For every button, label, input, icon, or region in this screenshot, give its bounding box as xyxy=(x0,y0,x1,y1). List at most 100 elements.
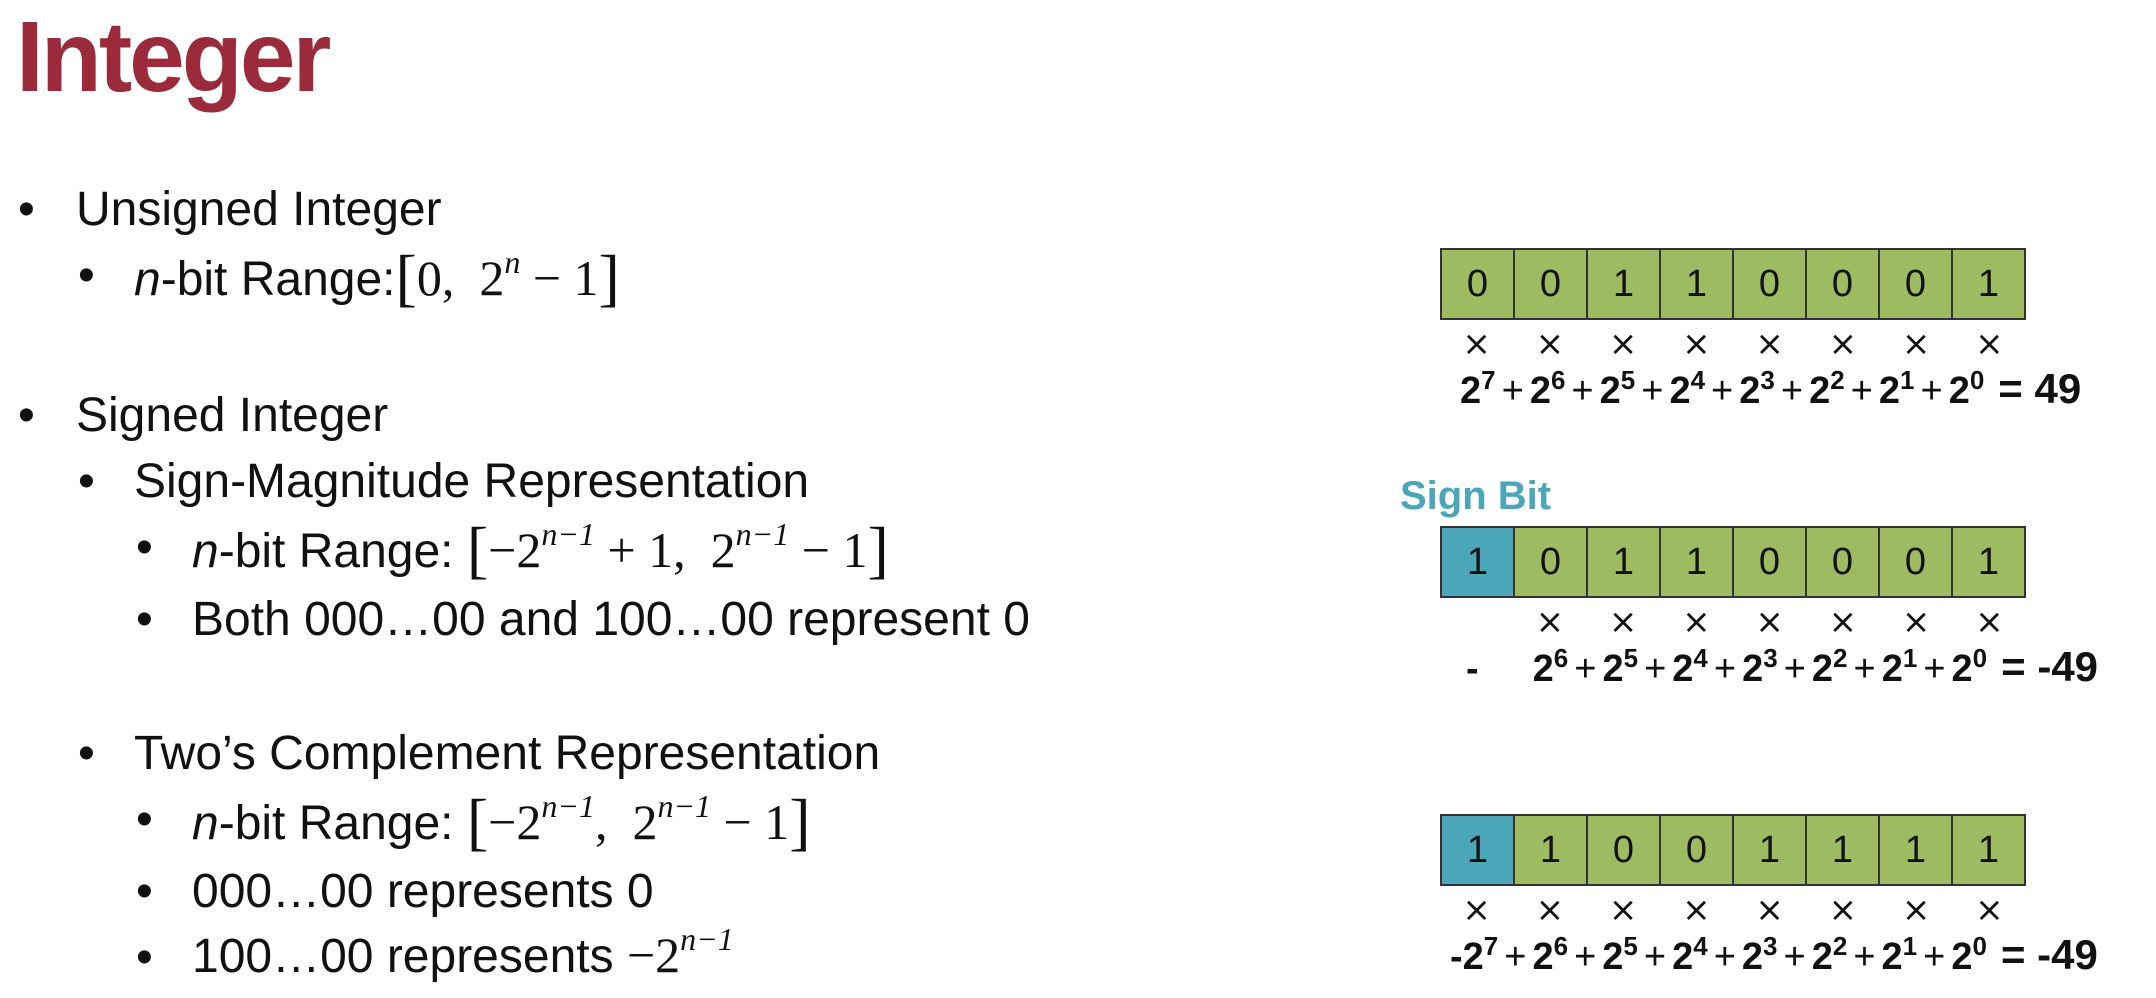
multiply-sign: × xyxy=(1462,890,1491,930)
twos-complement-range: n-bit Range: [−2n−1, 2n−1 − 1] xyxy=(192,786,811,857)
multiply-sign: × xyxy=(1682,602,1711,642)
plus-sign: + xyxy=(1853,648,1876,690)
sign-magnitude-range: n-bit Range: [−2n−1 + 1, 2n−1 − 1] xyxy=(192,514,889,585)
sign-magnitude-zero-note: Both 000…00 and 100…00 represent 0 xyxy=(192,593,1030,646)
bullet-dot: • xyxy=(18,389,35,442)
equation-sign-magnitude: -26+25+24+23+22+21+20= -49 xyxy=(1466,643,2099,690)
bit-cell: 0 xyxy=(1880,250,1953,318)
bullet-dot: • xyxy=(136,521,153,574)
power-term: 26 xyxy=(1532,643,1569,690)
multiply-sign: × xyxy=(1755,324,1784,364)
bit-cell: 0 xyxy=(1588,816,1661,884)
plus-sign: + xyxy=(1713,936,1736,978)
power-term: 24 xyxy=(1672,931,1708,978)
equation-result: = 49 xyxy=(1998,365,2082,412)
plus-sign: + xyxy=(1780,370,1804,412)
bit-cell: 1 xyxy=(1515,816,1588,884)
power-term: 23 xyxy=(1739,365,1775,412)
plus-sign: + xyxy=(1641,370,1664,412)
equation-result: = -49 xyxy=(2001,643,2099,690)
plus-sign: + xyxy=(1711,370,1734,412)
plus-sign: + xyxy=(1504,936,1527,978)
bullet-dot: • xyxy=(78,727,95,780)
bit-cell: 1 xyxy=(1588,528,1661,596)
bit-cell: 1 xyxy=(1953,528,2024,596)
power-term: 22 xyxy=(1811,643,1848,690)
bit-cell: 1 xyxy=(1588,250,1661,318)
multiply-sign: × xyxy=(1901,324,1931,364)
bit-cell: 1 xyxy=(1807,816,1880,884)
plus-sign: + xyxy=(1853,936,1876,978)
bit-cell: 1 xyxy=(1442,528,1515,596)
bullet-dot: • xyxy=(136,793,153,846)
power-term: 24 xyxy=(1672,643,1708,690)
equation-lead-sign: - xyxy=(1450,936,1463,978)
bit-cell: 0 xyxy=(1661,816,1734,884)
bit-cell: 1 xyxy=(1953,816,2024,884)
power-term: 26 xyxy=(1532,931,1569,978)
power-term: 21 xyxy=(1881,931,1918,978)
bit-cell: 1 xyxy=(1661,250,1734,318)
equation-lead-sign: - xyxy=(1466,648,1479,690)
twos-complement-zero-note: 000…00 represents 0 xyxy=(192,865,654,918)
bullet-dot: • xyxy=(78,455,95,508)
bit-cell: 1 xyxy=(1880,816,1953,884)
plus-sign: + xyxy=(1644,648,1667,690)
multiply-sign: × xyxy=(1462,324,1491,364)
unsigned-range: n-bit Range:[0, 2n − 1] xyxy=(134,242,620,313)
bit-cell: 1 xyxy=(1734,816,1807,884)
plus-sign: + xyxy=(1501,370,1524,412)
plus-sign: + xyxy=(1571,370,1594,412)
power-term: 21 xyxy=(1881,643,1918,690)
power-term: 20 xyxy=(1948,365,1985,412)
bit-cell: 0 xyxy=(1515,528,1588,596)
unsigned-heading: Unsigned Integer xyxy=(76,183,442,236)
plus-sign: + xyxy=(1783,936,1806,978)
plus-sign: + xyxy=(1920,370,1943,412)
multiply-sign: × xyxy=(1682,324,1711,364)
bit-cell: 0 xyxy=(1734,528,1807,596)
power-term: 23 xyxy=(1742,643,1778,690)
multiply-sign: × xyxy=(1682,890,1711,930)
signed-heading: Signed Integer xyxy=(76,389,389,442)
multiply-sign xyxy=(1440,602,1513,642)
bullet-dot: • xyxy=(136,593,153,646)
bit-cell: 0 xyxy=(1880,528,1953,596)
equation-result: = -49 xyxy=(2000,931,2098,978)
equation-twos-complement: -27+26+25+24+23+22+21+20= -49 xyxy=(1450,931,2098,978)
multiply-sign: × xyxy=(1535,890,1565,930)
multiply-sign: × xyxy=(1755,890,1784,930)
power-term: 25 xyxy=(1599,365,1636,412)
bit-cell: 1 xyxy=(1661,528,1734,596)
bullet-dot: • xyxy=(136,865,153,918)
twos-complement-heading: Two’s Complement Representation xyxy=(134,727,881,780)
bullet-dot: • xyxy=(18,183,35,236)
multiply-sign: × xyxy=(1535,602,1565,642)
bullet-dot: • xyxy=(78,249,95,302)
sign-magnitude-heading: Sign-Magnitude Representation xyxy=(134,455,810,508)
bullet-dot: • xyxy=(136,931,153,984)
bit-cell: 0 xyxy=(1807,250,1880,318)
multiply-sign: × xyxy=(1828,890,1858,930)
power-term: 27 xyxy=(1462,931,1499,978)
power-term: 24 xyxy=(1669,365,1706,412)
power-term: 23 xyxy=(1741,931,1778,978)
plus-sign: + xyxy=(1923,648,1946,690)
power-term: 20 xyxy=(1951,643,1988,690)
multiply-sign: × xyxy=(1975,602,2004,642)
multiply-sign: × xyxy=(1608,324,1638,364)
sign-bit-label: Sign Bit xyxy=(1400,474,1552,518)
multiply-row: ×××××××× xyxy=(1440,890,2026,930)
plus-sign: + xyxy=(1783,648,1806,690)
power-term: 26 xyxy=(1529,365,1566,412)
multiply-sign: × xyxy=(1975,890,2004,930)
multiply-sign: × xyxy=(1901,602,1931,642)
multiply-sign: × xyxy=(1608,890,1638,930)
power-term: 20 xyxy=(1951,931,1987,978)
